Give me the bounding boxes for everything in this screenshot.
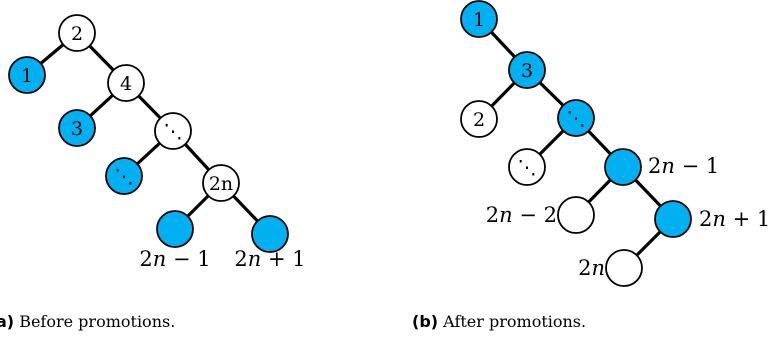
node-circle-adots1 [154, 112, 192, 150]
caption-before: a) Before promotions. [0, 312, 175, 331]
tree-node-b2: 2 [460, 100, 498, 138]
node-circle-b2np1 [654, 200, 692, 238]
node-label-a2n: 2n [209, 173, 233, 195]
tree-node-bdots1: ⋱ [557, 99, 595, 137]
node-circle-b2n [605, 249, 643, 287]
node-circle-b3 [508, 51, 546, 89]
node-value-label-b2n: 2n [578, 256, 605, 280]
caption-tag-before: a) [0, 312, 14, 331]
tree-node-a2n: 2n [202, 164, 240, 202]
node-circle-a3 [58, 109, 96, 147]
node-value-label-a2np1: 2n + 1 [234, 247, 305, 271]
node-circle-b2 [460, 100, 498, 138]
tree-node-b2n [605, 249, 643, 287]
tree-node-a2nm1 [156, 210, 194, 248]
node-label-bdots2: ⋱ [518, 157, 537, 179]
node-circle-a1 [8, 56, 46, 94]
tree-node-a3: 3 [58, 109, 96, 147]
node-circle-bdots1 [557, 99, 595, 137]
node-value-label-b2nm2: 2n − 2 [486, 203, 557, 227]
labels-layer: 2n − 1 2n + 1 2n − 1 2n − 2 2n + 1 2n [139, 154, 770, 280]
tree-node-a2np1 [251, 215, 289, 253]
node-circle-a2n [202, 164, 240, 202]
node-circle-a4 [107, 64, 145, 102]
caption-after: (b) After promotions. [412, 312, 586, 331]
node-label-a4: 4 [120, 73, 132, 95]
node-value-label-b2np1: 2n + 1 [699, 207, 770, 231]
node-label-adots2: ⋱ [115, 166, 134, 188]
caption-text-before: Before promotions. [14, 312, 175, 331]
tree-node-a4: 4 [107, 64, 145, 102]
tree-node-adots1: ⋱ [154, 112, 192, 150]
tree-node-b2np1 [654, 200, 692, 238]
node-label-b3: 3 [521, 60, 533, 82]
node-value-label-a2nm1: 2n − 1 [139, 247, 210, 271]
node-label-a1: 1 [21, 65, 33, 87]
tree-node-a1: 1 [8, 56, 46, 94]
node-circle-b1 [460, 0, 498, 38]
node-value-label-b2nm1: 2n − 1 [648, 154, 719, 178]
tree-node-b2nm1 [604, 148, 642, 186]
node-label-b1: 1 [473, 9, 485, 31]
tree-node-b3: 3 [508, 51, 546, 89]
node-label-a2: 2 [71, 23, 83, 45]
tree-node-adots2: ⋱ [105, 157, 143, 195]
node-label-bdots1: ⋱ [567, 108, 586, 130]
tree-node-b2nm2 [557, 196, 595, 234]
node-label-adots1: ⋱ [164, 121, 183, 143]
node-circle-a2np1 [251, 215, 289, 253]
node-circle-b2nm1 [604, 148, 642, 186]
nodes-layer: 2 1 4 3 ⋱ ⋱ 2n 1 3 2 ⋱ ⋱ [8, 0, 692, 287]
node-label-a3: 3 [71, 118, 83, 140]
tree-node-b1: 1 [460, 0, 498, 38]
captions-layer: a) Before promotions. (b) After promotion… [0, 312, 586, 331]
node-circle-b2nm2 [557, 196, 595, 234]
node-label-b2: 2 [473, 109, 485, 131]
tree-node-a2: 2 [58, 14, 96, 52]
caption-tag-after: (b) [412, 312, 438, 331]
node-circle-bdots2 [508, 148, 546, 186]
node-circle-a2 [58, 14, 96, 52]
node-circle-adots2 [105, 157, 143, 195]
tree-node-bdots2: ⋱ [508, 148, 546, 186]
node-circle-a2nm1 [156, 210, 194, 248]
caption-text-after: After promotions. [438, 312, 586, 331]
